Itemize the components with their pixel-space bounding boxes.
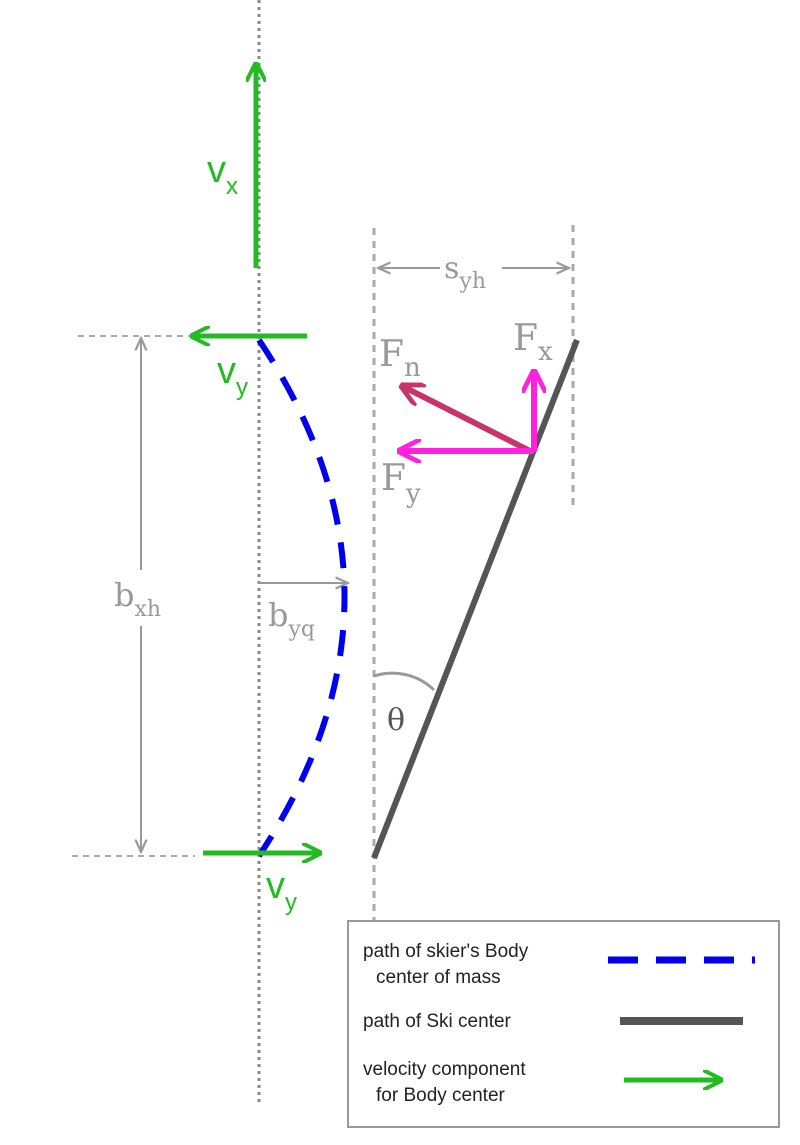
legend: path of skier's Body center of mass path… bbox=[347, 920, 780, 1128]
fx-label: Fx bbox=[513, 318, 553, 367]
vy-top-label: vy bbox=[217, 350, 248, 401]
byq-label: byq bbox=[268, 596, 315, 642]
bxh-label: bxh bbox=[114, 576, 161, 622]
syh-label-bg bbox=[440, 250, 502, 286]
legend-item-ski-path-label: path of Ski center bbox=[363, 1011, 512, 1032]
vx-label: vx bbox=[207, 149, 238, 200]
legend-item-body-path-label: path of skier's Body center of mass bbox=[363, 941, 534, 988]
body-center-path bbox=[256, 338, 348, 858]
theta-label: θ bbox=[387, 703, 405, 738]
theta-angle-arc bbox=[373, 671, 436, 692]
fy-label: Fy bbox=[381, 458, 421, 509]
syh-label: syh bbox=[444, 251, 486, 294]
fn-label: Fn bbox=[379, 334, 421, 383]
vy-bottom-label: vy bbox=[266, 865, 297, 916]
ski-center-path bbox=[371, 338, 580, 860]
bxh-label-bg bbox=[112, 570, 172, 626]
fn-normal-force-arrow bbox=[404, 387, 534, 455]
legend-item-velocity-label: velocity component for Body center bbox=[363, 1059, 531, 1106]
